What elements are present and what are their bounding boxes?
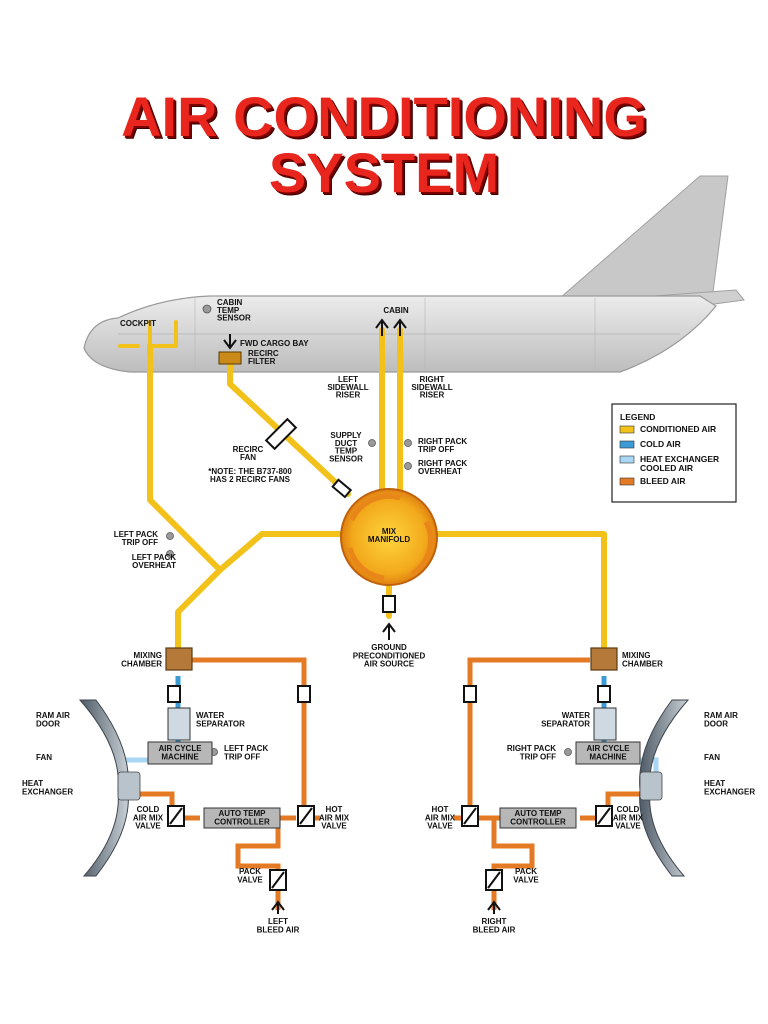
legend-swatch-1 — [619, 440, 635, 449]
ground-inlet-valve — [382, 595, 396, 613]
title-line-1: AIR CONDITIONING — [121, 85, 647, 148]
manifold-damper — [331, 478, 353, 499]
duct-left-mixchamber — [175, 567, 223, 653]
right-hot-valve-box — [463, 685, 477, 703]
right-pack-trip-off-top-icon — [404, 439, 412, 447]
right-pack — [454, 647, 690, 914]
left-cold-valve-box — [167, 685, 181, 703]
label-fan: FAN — [36, 753, 52, 762]
legend: LEGEND CONDITIONED AIR COLD AIR HEAT EXCHA… — [611, 403, 737, 503]
right-pack-overheat-icon — [404, 462, 412, 470]
label-fan-3: FAN — [704, 753, 720, 762]
left-ram-air-inlet — [78, 699, 129, 877]
left-mixing-chamber — [165, 647, 193, 671]
right-cold-valve-box — [597, 685, 611, 703]
right-air-cycle-machine — [575, 741, 641, 765]
cabin-left-arrow — [375, 318, 389, 336]
ground-arrow — [382, 622, 396, 640]
legend-swatch-3 — [619, 477, 635, 486]
left-water-separator — [167, 707, 191, 741]
legend-swatch-0 — [619, 425, 635, 434]
mix-manifold — [340, 488, 438, 586]
label-cockpit: COCKPIT — [120, 319, 156, 328]
duct-right-to-manifold — [435, 531, 607, 653]
left-air-cycle-machine — [147, 741, 213, 765]
aircraft-silhouette — [83, 175, 745, 373]
title-line-2: SYSTEM — [268, 141, 500, 204]
right-mixing-chamber — [590, 647, 618, 671]
sensors — [166, 304, 572, 756]
duct-left-to-manifold — [217, 531, 343, 573]
recirc-airflow-arrow — [223, 334, 237, 350]
left-bleed-arrow — [271, 900, 285, 914]
left-pack — [78, 647, 320, 914]
label-fwd-cargo-bay: FWD CARGO BAY — [240, 339, 309, 348]
cabin-right-arrow — [393, 318, 407, 336]
recirc-filter — [218, 351, 242, 365]
legend-title: LEGEND — [620, 412, 655, 422]
right-ram-air-inlet — [639, 699, 690, 877]
left-hot-valve-box — [297, 685, 311, 703]
duct-cockpit-riser — [147, 343, 223, 573]
legend-label-3: BLEED AIR — [640, 476, 686, 486]
cabin-temp-sensor-icon — [202, 304, 212, 314]
supply-duct-sensor-icon — [368, 439, 376, 447]
vertical-stabilizer — [558, 175, 729, 301]
label-cabin: CABIN — [383, 306, 409, 315]
legend-label-0: CONDITIONED AIR — [640, 424, 716, 434]
right-auto-temp-controller — [499, 807, 577, 829]
left-pack-overheat-icon — [166, 550, 174, 558]
duct-recirc — [227, 361, 351, 497]
right-bleed-arrow — [487, 900, 501, 914]
duct-cockpit-vents — [118, 320, 178, 348]
recirc-fan — [264, 417, 298, 451]
left-auto-temp-controller — [203, 807, 281, 829]
legend-label-1: COLD AIR — [640, 439, 681, 449]
right-water-separator — [593, 707, 617, 741]
right-pack-trip-off-icon — [564, 748, 572, 756]
left-pack-trip-off-top-icon — [166, 532, 174, 540]
legend-swatch-2 — [619, 455, 635, 464]
